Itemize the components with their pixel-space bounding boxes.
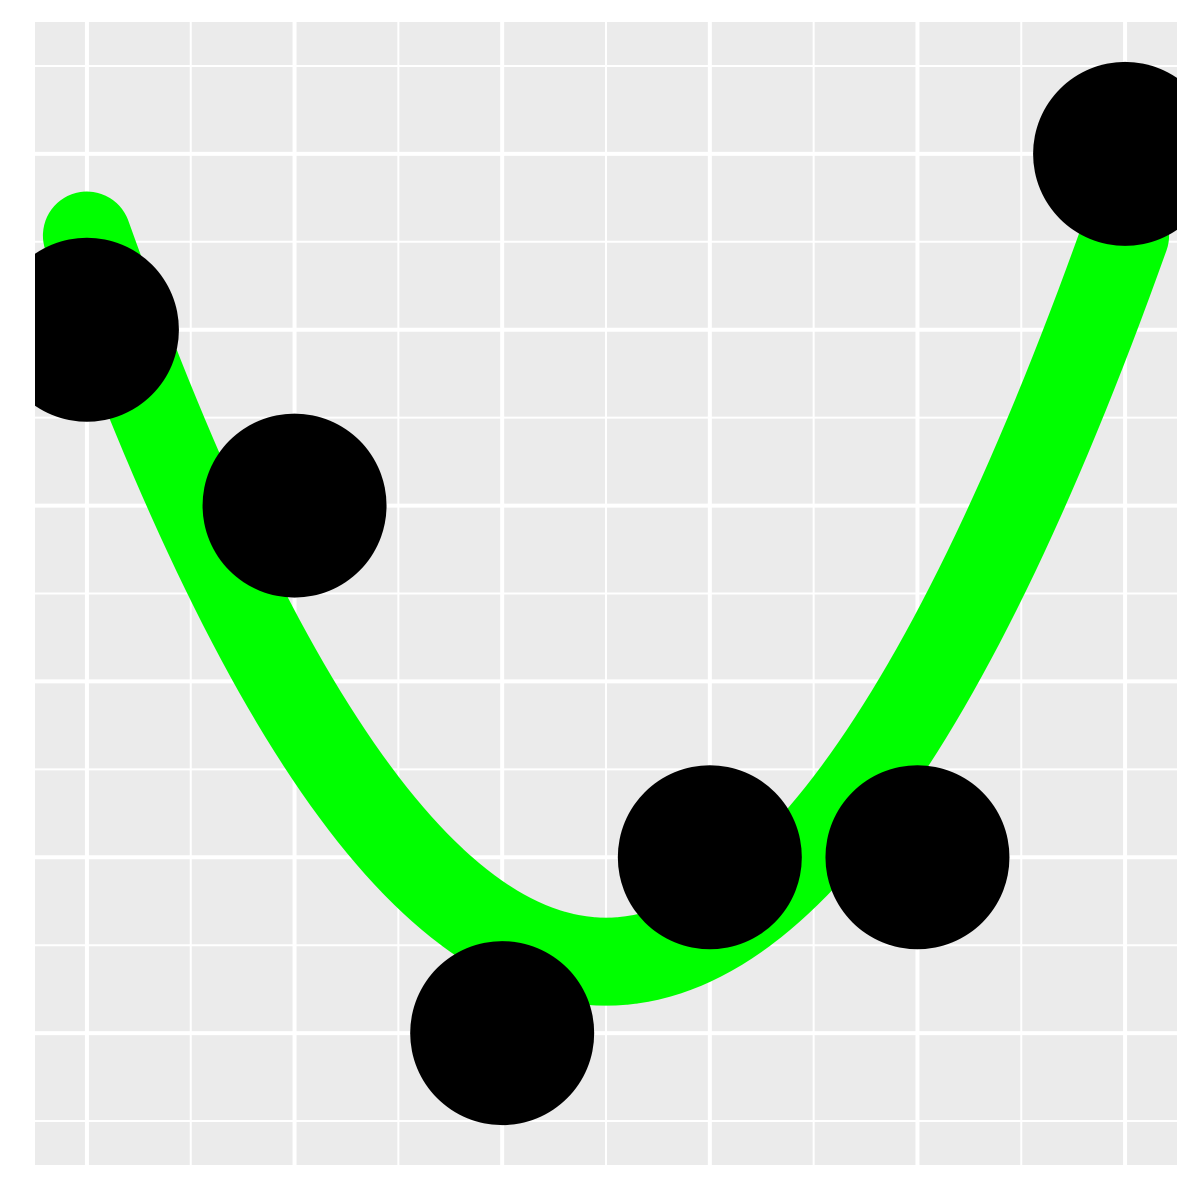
data-point (410, 941, 595, 1126)
data-points (35, 61, 1177, 1126)
trend-line (42, 191, 1170, 1006)
data-point (825, 765, 1010, 950)
data-point (202, 413, 387, 598)
data-point (1033, 61, 1177, 246)
data-point (35, 237, 179, 422)
data-point (617, 765, 802, 950)
